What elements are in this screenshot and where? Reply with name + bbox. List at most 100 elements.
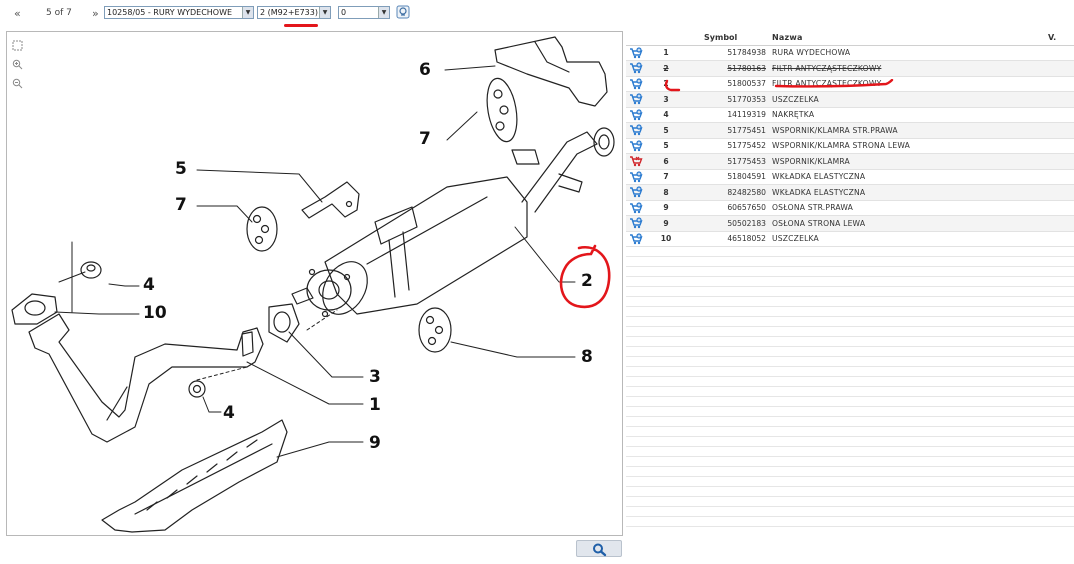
- add-to-cart-cell[interactable]: [626, 91, 646, 108]
- add-to-cart-cell[interactable]: [626, 169, 646, 185]
- search-button[interactable]: [576, 540, 622, 557]
- options-icon[interactable]: [396, 5, 410, 19]
- add-to-cart-cell[interactable]: [626, 45, 646, 61]
- nut-4-bottom-drawing: [188, 380, 206, 398]
- col-header-num: [646, 31, 686, 46]
- callout-number[interactable]: 10: [143, 303, 167, 323]
- rubber-mount-7-left-drawing: [246, 206, 278, 252]
- zoom-out-icon[interactable]: [12, 78, 23, 89]
- callout-number[interactable]: 1: [369, 395, 381, 415]
- part-v: [1048, 169, 1074, 185]
- part-position: 9: [646, 215, 686, 232]
- add-to-cart-cell[interactable]: [626, 215, 646, 232]
- empty-row: [626, 407, 1074, 417]
- col-header-symbol[interactable]: Symbol: [686, 31, 772, 46]
- table-header-row: Symbol Nazwa V.: [626, 31, 1074, 46]
- cart-add-icon[interactable]: [629, 109, 643, 121]
- toolbar: « 5 of 7 » 10258/05 - RURY WYDECHOWE ▼ 2…: [0, 0, 1074, 27]
- part-name: WSPORNIK/KLAMRA STRONA LEWA: [772, 138, 1048, 154]
- cart-add-icon[interactable]: [629, 93, 643, 105]
- cart-add-icon[interactable]: [629, 171, 643, 183]
- add-to-cart-cell[interactable]: [626, 138, 646, 154]
- next-page-button[interactable]: »: [92, 7, 99, 20]
- cart-add-icon[interactable]: [629, 78, 643, 90]
- part-position: 7: [646, 169, 686, 185]
- cart-unavailable-icon[interactable]: [629, 155, 643, 167]
- callout-number[interactable]: 9: [369, 433, 381, 453]
- zoom-in-icon[interactable]: [12, 59, 23, 70]
- group-select[interactable]: 10258/05 - RURY WYDECHOWE ▼: [104, 6, 254, 19]
- add-to-cart-cell[interactable]: [626, 122, 646, 139]
- empty-row: [626, 467, 1074, 477]
- add-to-cart-cell[interactable]: [626, 60, 646, 77]
- part-position: 9: [646, 200, 686, 216]
- extra-select[interactable]: 0 ▼: [338, 6, 390, 19]
- outlet-pipe-drawing: [521, 131, 598, 213]
- part-name: NAKRĘTKA: [772, 107, 1048, 123]
- add-to-cart-cell[interactable]: [626, 231, 646, 247]
- fit-to-screen-icon[interactable]: [12, 40, 23, 51]
- cart-add-icon[interactable]: [629, 140, 643, 152]
- nut-4-top-drawing: [80, 261, 102, 279]
- part-symbol: 51775452: [686, 138, 772, 154]
- part-v: [1048, 138, 1074, 154]
- part-symbol: 51770353: [686, 91, 772, 108]
- empty-row: [626, 497, 1074, 507]
- cart-add-icon[interactable]: [629, 186, 643, 198]
- empty-row: [626, 397, 1074, 407]
- extra-select-value: 0: [341, 8, 347, 17]
- cart-add-icon[interactable]: [629, 47, 643, 59]
- callout-number[interactable]: 3: [369, 367, 381, 387]
- heat-shield-9-drawing: [101, 419, 288, 533]
- col-header-v[interactable]: V.: [1048, 31, 1074, 46]
- diagram-panel: 6 7 5 7 4 10 2 8 3 1 4 9: [6, 31, 623, 536]
- callout-number[interactable]: 5: [175, 159, 187, 179]
- cart-add-icon[interactable]: [629, 124, 643, 136]
- rubber-mount-7-top-drawing: [486, 77, 518, 143]
- add-to-cart-cell[interactable]: [626, 107, 646, 123]
- callout-number[interactable]: 8: [581, 347, 593, 367]
- cart-add-icon[interactable]: [629, 202, 643, 214]
- cart-add-icon[interactable]: [629, 217, 643, 229]
- page-indicator: 5 of 7: [46, 8, 72, 18]
- cart-add-icon[interactable]: [629, 62, 643, 74]
- empty-rows-area: [626, 247, 1074, 527]
- add-to-cart-cell[interactable]: [626, 200, 646, 216]
- cart-add-icon[interactable]: [629, 233, 643, 245]
- callout-number[interactable]: 4: [223, 403, 235, 423]
- add-to-cart-cell[interactable]: [626, 153, 646, 170]
- callout-number[interactable]: 2: [581, 271, 593, 291]
- part-v: [1048, 200, 1074, 216]
- part-name: USZCZELKA: [772, 231, 1048, 247]
- part-position: 2: [646, 60, 686, 77]
- part-position: 8: [646, 184, 686, 201]
- dpf-filter-2-drawing: [322, 176, 528, 315]
- callout-number[interactable]: 7: [419, 129, 431, 149]
- part-name: WKŁADKA ELASTYCZNA: [772, 169, 1048, 185]
- variant-select[interactable]: 2 (M92+E733) ▼: [257, 6, 331, 19]
- add-to-cart-cell[interactable]: [626, 76, 646, 92]
- part-symbol: 51784938: [686, 45, 772, 61]
- callout-number[interactable]: 7: [175, 195, 187, 215]
- part-symbol: 50502183: [686, 215, 772, 232]
- part-symbol: 51800537: [686, 76, 772, 92]
- chevron-down-icon: ▼: [319, 7, 330, 18]
- callout-number[interactable]: 4: [143, 275, 155, 295]
- col-header-name[interactable]: Nazwa: [772, 31, 1048, 46]
- callout-number[interactable]: 6: [419, 60, 431, 80]
- prev-page-button[interactable]: «: [14, 7, 21, 20]
- add-to-cart-cell[interactable]: [626, 184, 646, 201]
